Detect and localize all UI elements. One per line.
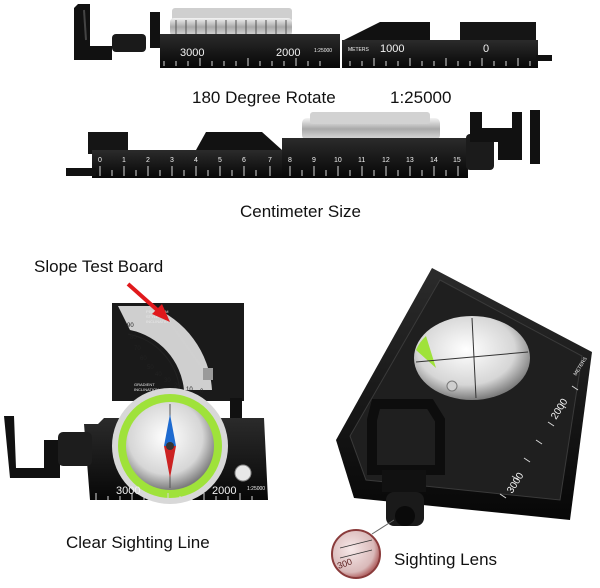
ruler-cm-label: 10 — [334, 157, 342, 164]
needle — [164, 414, 176, 446]
caption-slope: Slope Test Board — [34, 257, 164, 276]
base-label: 3000 — [116, 485, 140, 497]
angled-compass: 3000 2000 METERS 300 — [331, 268, 592, 579]
side-ruler-ticks — [499, 385, 579, 499]
ruler-cm-label: 2 — [146, 157, 150, 164]
slope-number: 50 — [147, 365, 154, 371]
hinge — [58, 432, 92, 466]
ruler-top-label: 0 — [483, 43, 489, 55]
slope-number: 70 — [134, 346, 141, 352]
slope-number: 20 — [174, 383, 181, 389]
hinge — [466, 134, 494, 170]
body-left — [92, 150, 282, 178]
open-compass: 90 80 70 60 50 40 30 20 10 0 PENDULUM ST… — [4, 282, 268, 504]
slope-number: 40 — [155, 372, 162, 378]
board-label: STYLE — [146, 314, 159, 319]
ruler-cm-label: 12 — [382, 157, 390, 164]
ruler-ticks-top — [163, 58, 531, 66]
level-bubble — [234, 464, 252, 482]
slope-number: 0 — [200, 389, 204, 395]
caption-scale: 1:25000 — [390, 88, 452, 107]
lid — [344, 22, 430, 42]
compass-window — [414, 316, 530, 400]
ruler-ticks-cm — [99, 166, 459, 176]
pendulum — [167, 319, 209, 377]
cm-compass: 0 1 2 3 4 5 6 7 8 9 10 11 12 13 14 15 — [66, 110, 540, 178]
board-label: INCLINATION — [134, 387, 159, 392]
ruler-top-label: 2000 — [276, 47, 300, 59]
ruler-cm-numbers: 0 1 2 3 4 5 6 7 8 9 10 11 12 13 14 15 — [98, 157, 461, 164]
board-label: GRADIENT — [134, 382, 155, 387]
ruler-cm-label: 7 — [268, 157, 272, 164]
ruler-cm-label: 8 — [288, 157, 292, 164]
slope-number: 90 — [127, 323, 134, 329]
ruler-cm-label: 14 — [430, 157, 438, 164]
top-dial — [170, 18, 292, 36]
base-label: 2000 — [212, 485, 236, 497]
body-right — [342, 40, 538, 68]
sighting-frame — [470, 112, 522, 160]
body-left — [160, 34, 340, 68]
ruler-cm-label: 11 — [358, 157, 365, 164]
sighting-frame — [74, 4, 112, 60]
inclination-scale — [118, 306, 212, 390]
ruler-cm-label: 0 — [98, 157, 102, 164]
ruler-top-label: 1000 — [380, 43, 404, 55]
ruler-top-label: 1:25000 — [314, 48, 332, 54]
ruler-top-label: METERS — [348, 47, 370, 53]
caption-rotate: 180 Degree Rotate — [192, 88, 336, 107]
ruler-cm-label: 4 — [194, 157, 198, 164]
ruler-cm-label: 5 — [218, 157, 222, 164]
caption-centimeter: Centimeter Size — [240, 202, 361, 221]
board-label: INCLINATION — [146, 319, 171, 324]
ruler-cm-label: 15 — [453, 157, 461, 164]
lens-number: 300 — [336, 556, 354, 571]
hinge — [112, 34, 146, 52]
ruler-cm-label: 9 — [312, 157, 316, 164]
slope-number: 60 — [140, 356, 147, 362]
ruler-cm-label: 3 — [170, 157, 174, 164]
slope-number: 30 — [164, 378, 171, 384]
sighting-frame — [4, 416, 60, 478]
caption-sighting-line: Clear Sighting Line — [66, 533, 210, 552]
base-label: 1:25000 — [247, 486, 265, 492]
body-right — [282, 138, 468, 178]
ruler-cm-label: 6 — [242, 157, 246, 164]
ruler-cm-label: 1 — [122, 157, 126, 164]
sight-ring — [367, 399, 445, 475]
ruler-top-label: 3000 — [180, 47, 204, 59]
slope-number: 10 — [186, 387, 193, 393]
slope-number: 80 — [130, 335, 137, 341]
caption-sighting-lens: Sighting Lens — [394, 550, 498, 569]
top-compass: 3000 2000 1:25000 METERS 1000 0 — [74, 4, 552, 68]
ruler-cm-label: 13 — [406, 157, 414, 164]
